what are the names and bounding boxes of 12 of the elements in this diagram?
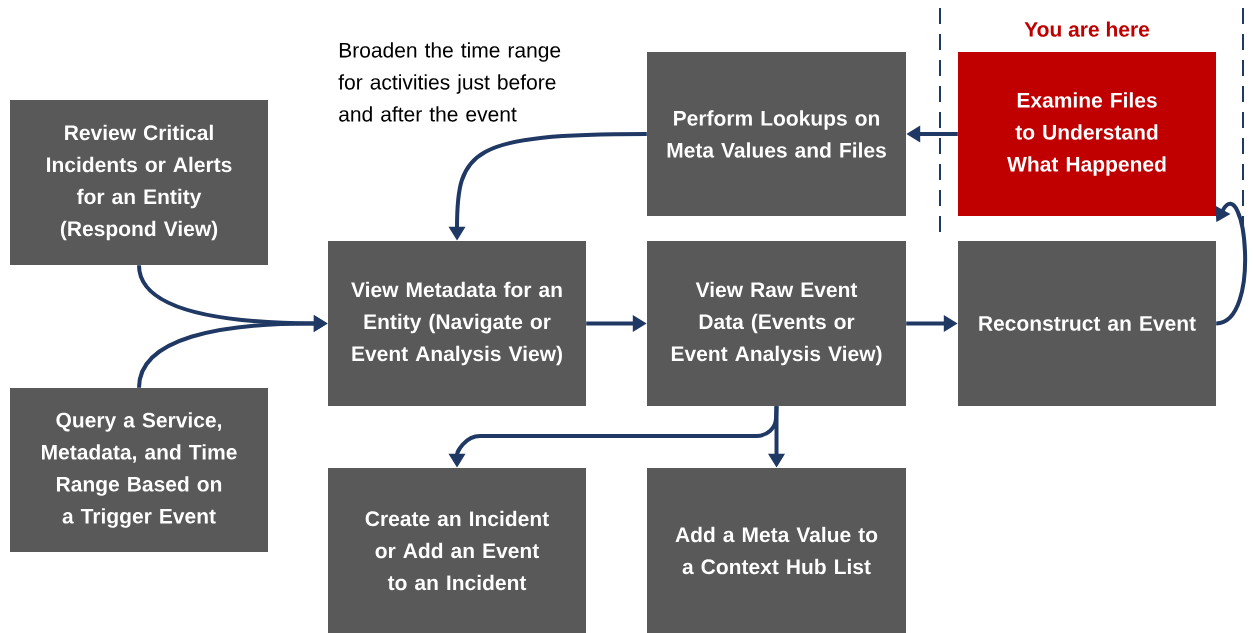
process-box: View Raw Event Data (Events or Event Analysis View) [647, 241, 906, 406]
arrow [1215, 202, 1247, 326]
heading-label: You are here [1024, 21, 1150, 37]
process-box: Query a Service, Metadata, and Time Range Based on a Trigger Event [10, 388, 268, 552]
process-box: Add a Meta Value to a Context Hub List [647, 468, 906, 633]
process-box: Perform Lookups on Meta Values and Files [647, 52, 906, 216]
process-box: Review Critical Incidents or Alerts for an Entity (Respond View) [10, 100, 268, 265]
edge-label: Broaden the time range for activities just before and after the event [338, 42, 561, 122]
highlighted-box: Examine Files to Understand What Happened [958, 52, 1216, 216]
process-box: Create an Incident or Add an Event to an Incident [328, 468, 586, 633]
process-box: View Metadata for an Entity (Navigate or Event Analysis View) [328, 241, 586, 406]
process-box: Reconstruct an Event [958, 241, 1216, 406]
